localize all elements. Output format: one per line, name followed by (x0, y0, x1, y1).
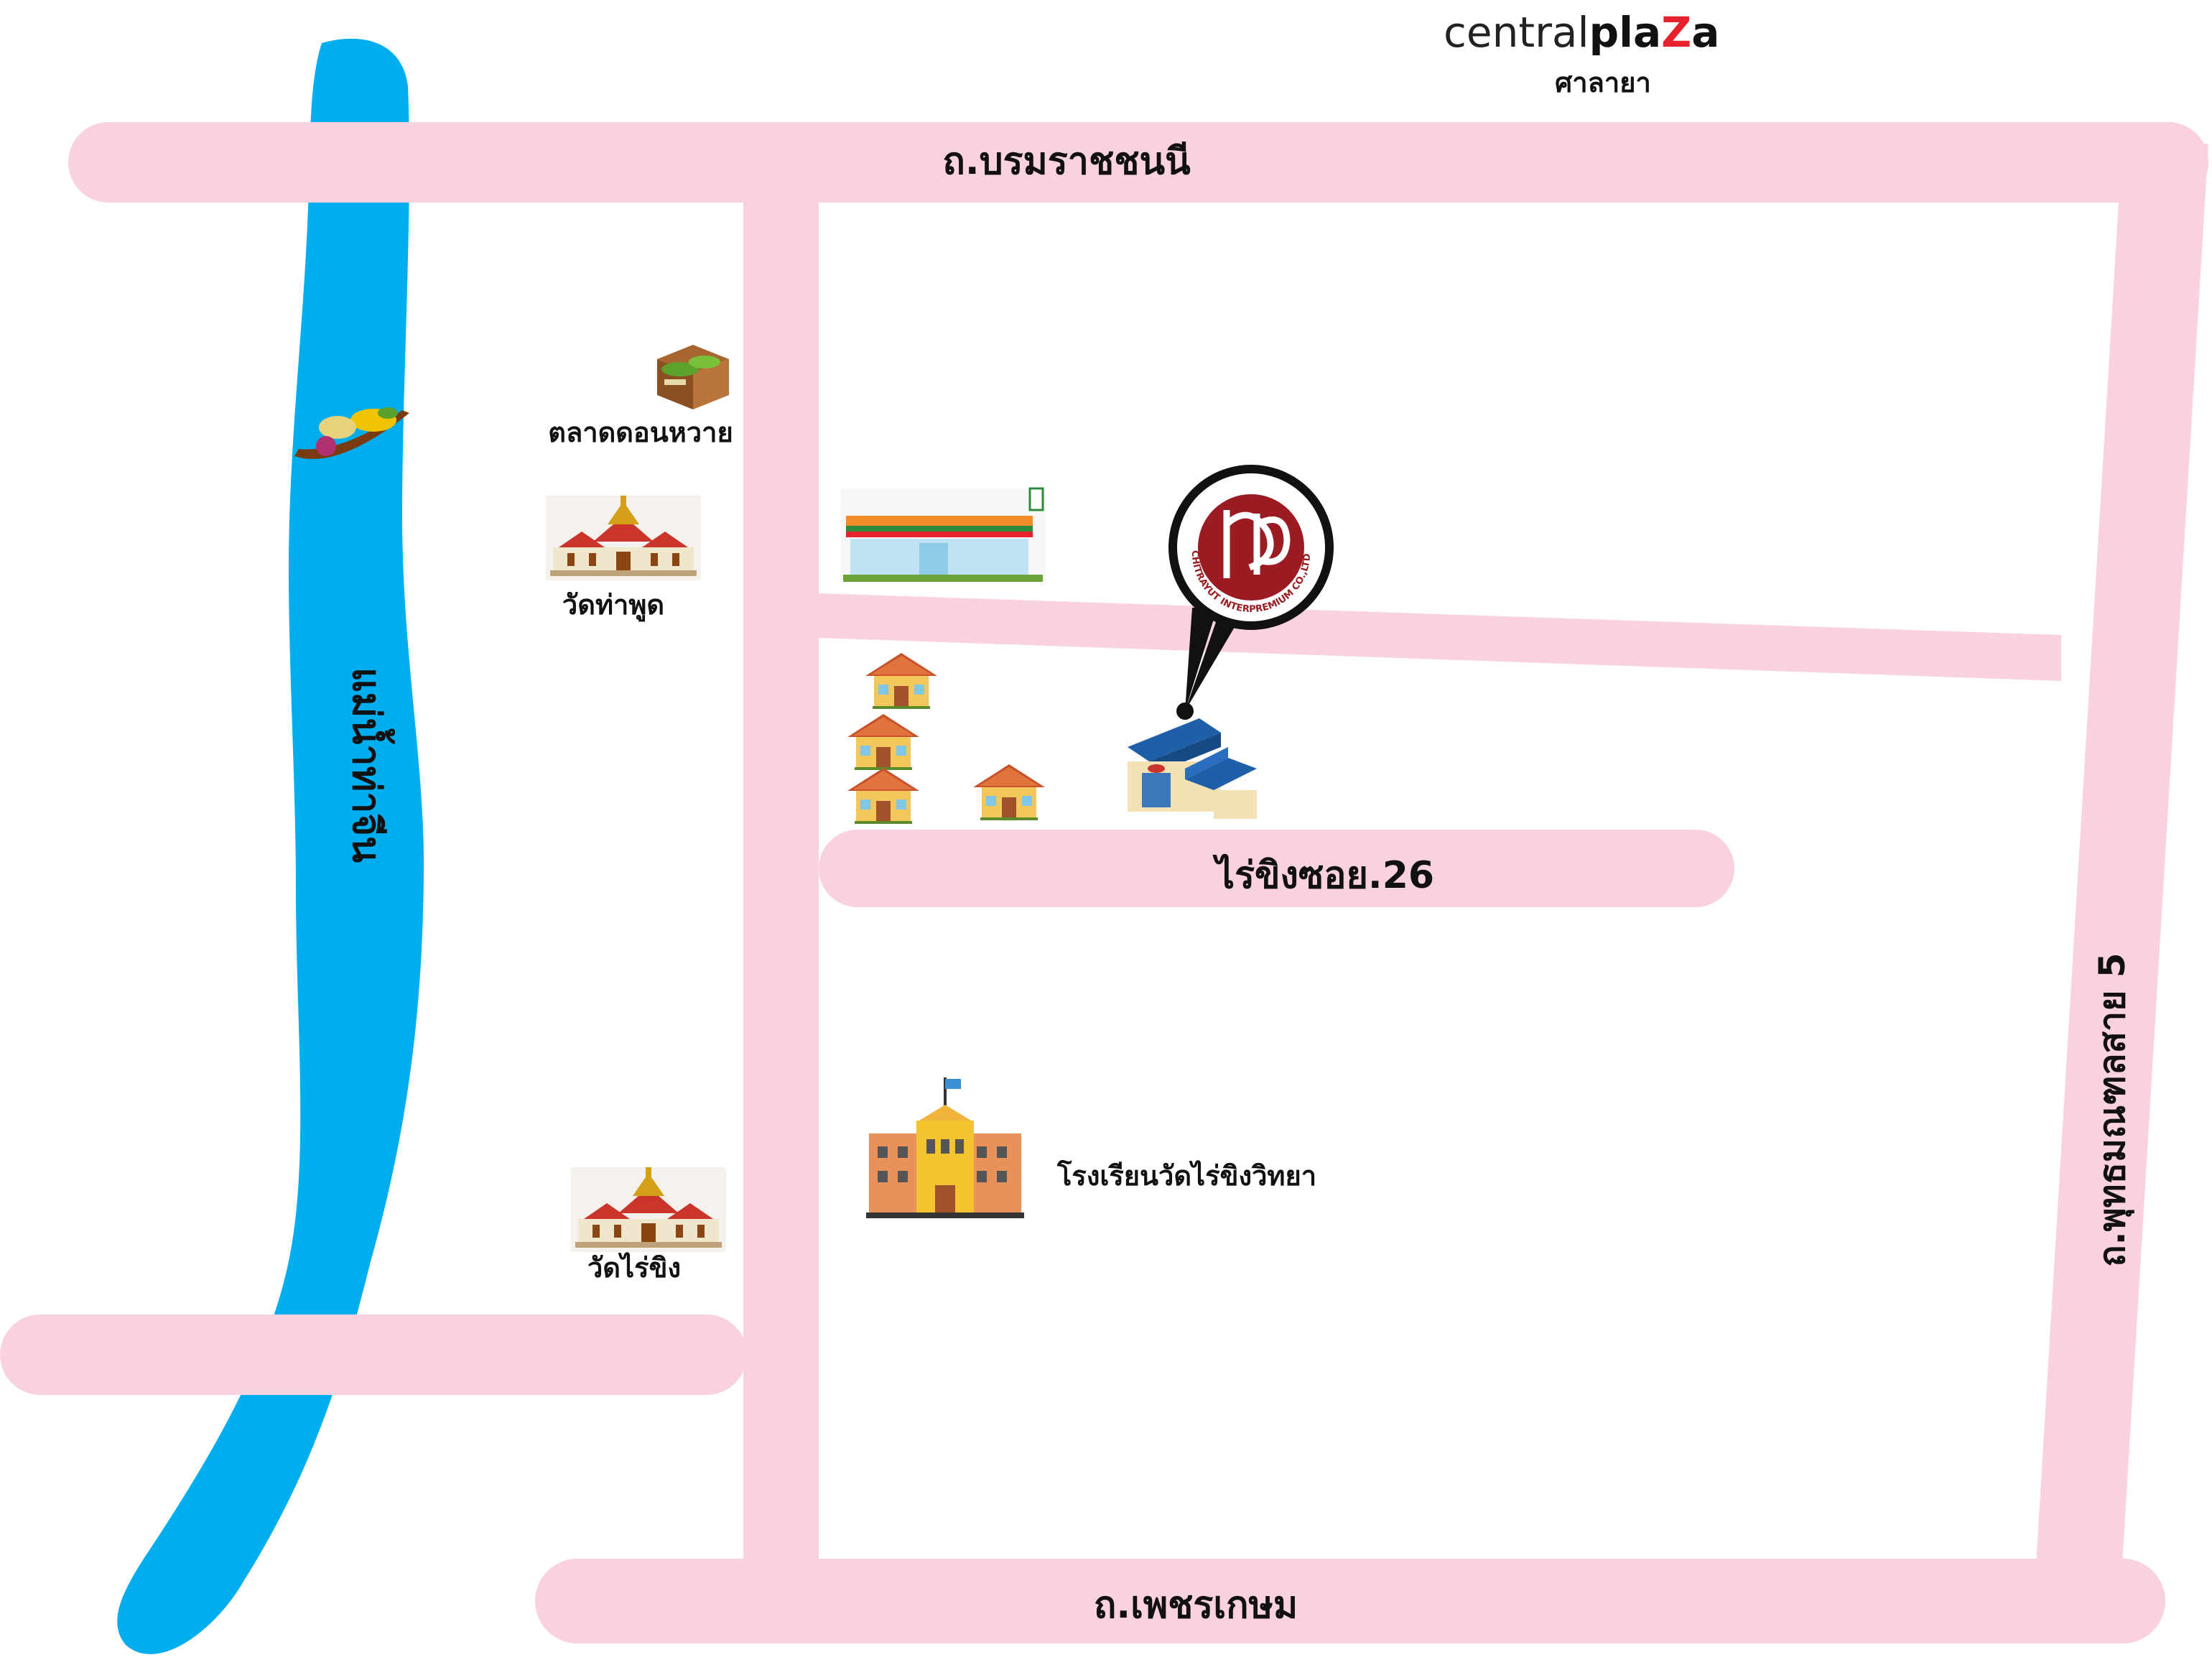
svg-text:ศาลายา: ศาลายา (1555, 67, 1651, 98)
house-icon (865, 653, 937, 709)
road-rai-khing-soi-26 (819, 830, 1734, 907)
house-icon (847, 768, 919, 824)
road-vertical-main (743, 144, 819, 1587)
road-borommaratchachonnani (68, 122, 2208, 203)
house-icon (973, 764, 1045, 820)
svg-text:centralplaZa: centralplaZa (1444, 8, 1719, 57)
road-label-soi: ไร่ขิงซอย.26 (1212, 853, 1434, 897)
river-label: แม่น้ำท่าจีน (344, 667, 395, 863)
temple-label-rai-khing: วัดไร่ขิง (587, 1252, 681, 1284)
road-phetkasem (535, 1559, 2165, 1643)
school-building-icon (866, 1077, 1024, 1218)
road-label-top: ถ.บรมราชชนนี (942, 140, 1191, 183)
road-label-bottom: ถ.เพชรเกษม (1094, 1584, 1298, 1627)
thai-temple-icon (546, 496, 701, 580)
road-side-lane (819, 593, 2061, 681)
road-west-lane (0, 1314, 747, 1395)
temple-label-tha-phut: วัดท่าพูด (562, 589, 664, 622)
thai-temple-icon (571, 1167, 726, 1252)
road-network (0, 122, 2208, 1643)
road-phutthamonthon-sai-5 (2032, 144, 2208, 1623)
floating-market-boat-icon (294, 407, 409, 459)
market-stall-icon (657, 345, 729, 409)
seven-eleven-store-icon (840, 487, 1046, 582)
factory-icon (1128, 718, 1257, 819)
central-plaza-logo: centralplaZa ศาลายา (1444, 8, 1719, 98)
house-icon (847, 714, 919, 770)
market-label: ตลาดดอนหวาย (548, 417, 733, 448)
school-label: โรงเรียนวัดไร่ขิงวิทยา (1056, 1159, 1316, 1192)
road-label-right: ถ.พุทธมณฑลสาย 5 (2091, 952, 2134, 1266)
